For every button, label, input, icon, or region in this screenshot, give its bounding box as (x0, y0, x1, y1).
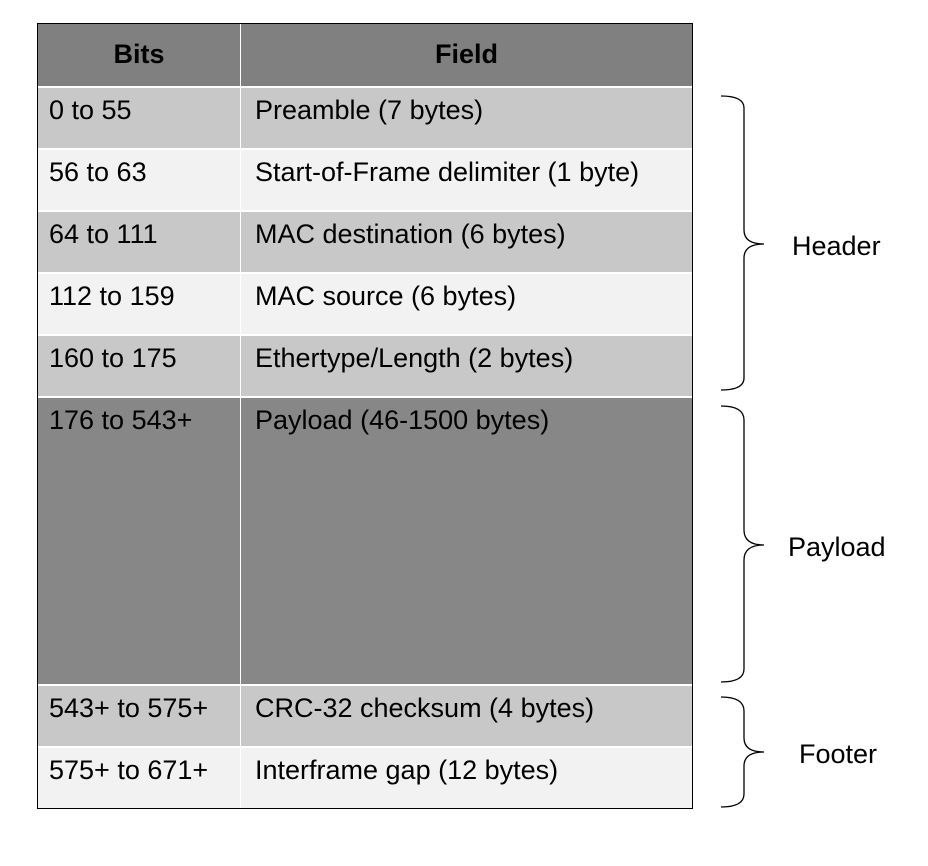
field-cell: CRC-32 checksum (4 bytes) (255, 693, 595, 723)
bits-cell: 575+ to 671+ (49, 755, 209, 785)
bits-cell: 0 to 55 (49, 95, 132, 125)
table-row: 575+ to 671+ Interframe gap (12 bytes) (38, 748, 692, 808)
field-cell: MAC destination (6 bytes) (255, 219, 566, 249)
field-cell: MAC source (6 bytes) (255, 281, 517, 311)
table-row: 543+ to 575+ CRC-32 checksum (4 bytes) (38, 686, 692, 746)
table-row: 160 to 175 Ethertype/Length (2 bytes) (38, 336, 692, 396)
field-cell: Interframe gap (12 bytes) (255, 755, 559, 785)
ethernet-frame-table: Bits Field 0 to 55 Preamble (7 bytes) 56… (37, 23, 693, 809)
header-field: Field (434, 39, 498, 69)
payload-group-label: Payload (788, 532, 886, 562)
bits-cell: 160 to 175 (49, 343, 177, 373)
payload-brace (720, 405, 765, 683)
table-row: 112 to 159 MAC source (6 bytes) (38, 274, 692, 334)
header-group-label: Header (792, 231, 881, 261)
bits-cell: 543+ to 575+ (49, 693, 209, 723)
table-header-row: Bits Field (38, 24, 692, 86)
footer-group-label: Footer (799, 739, 878, 769)
bits-cell: 112 to 159 (49, 281, 175, 311)
field-cell: Start-of-Frame delimiter (1 byte) (255, 157, 640, 187)
table-row: 0 to 55 Preamble (7 bytes) (38, 88, 692, 148)
bits-cell: 64 to 111 (49, 219, 158, 249)
field-cell: Ethertype/Length (2 bytes) (255, 343, 574, 373)
header-brace (720, 95, 765, 391)
table-row: 64 to 111 MAC destination (6 bytes) (38, 212, 692, 272)
bits-cell: 176 to 543+ (49, 405, 193, 435)
header-bits: Bits (113, 39, 165, 69)
bits-cell: 56 to 63 (49, 157, 147, 187)
table-row: 56 to 63 Start-of-Frame delimiter (1 byt… (38, 150, 692, 210)
table-row: 176 to 543+ Payload (46-1500 bytes) (38, 398, 692, 684)
field-cell: Payload (46-1500 bytes) (255, 405, 550, 435)
footer-brace (720, 696, 765, 808)
field-cell: Preamble (7 bytes) (255, 95, 484, 125)
